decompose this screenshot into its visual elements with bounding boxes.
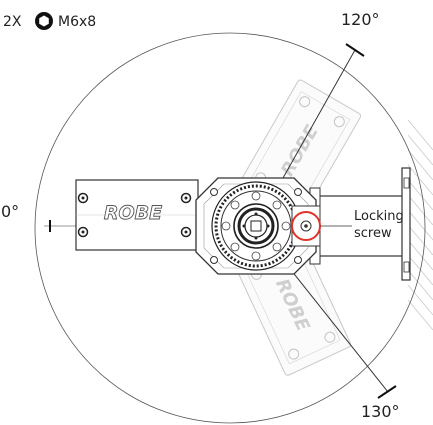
wall-bracket xyxy=(309,167,411,281)
hex-socket-icon xyxy=(35,12,53,30)
angle-label-upper: 120° xyxy=(341,10,380,29)
wall-hatch xyxy=(407,119,433,331)
callout-label-line1: Locking xyxy=(354,209,404,224)
brand-logo: ROBE xyxy=(104,202,162,224)
angle-ticks xyxy=(49,43,397,399)
bolt-circle xyxy=(221,191,291,261)
angle-label-lower: 130° xyxy=(361,402,400,421)
angle-label-zero: 0° xyxy=(1,202,19,221)
callout-label-line2: screw xyxy=(354,226,392,241)
arm-zero-position xyxy=(75,179,199,251)
screw-quantity: 2X xyxy=(3,14,22,30)
screw-size: M6x8 xyxy=(58,14,96,30)
rotation-circle xyxy=(34,32,426,424)
center-connector xyxy=(233,203,279,249)
